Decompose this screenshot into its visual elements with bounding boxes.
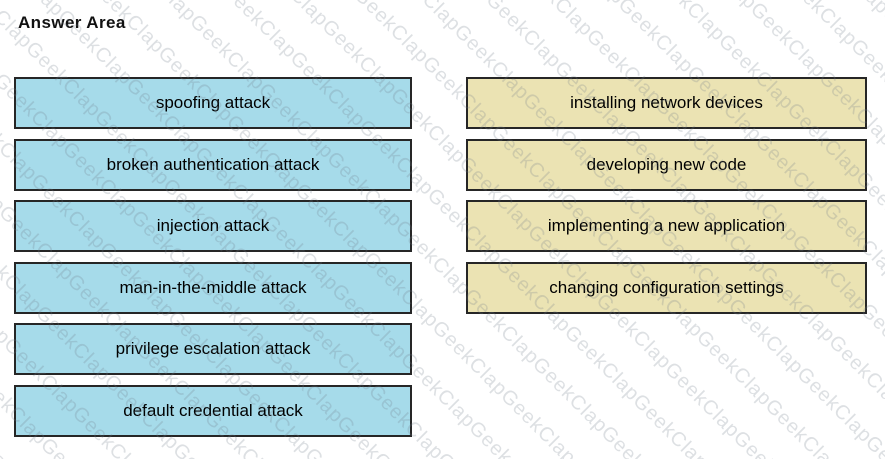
drag-option-default-credential-attack[interactable]: default credential attack xyxy=(14,385,412,437)
drag-option-broken-authentication-attack[interactable]: broken authentication attack xyxy=(14,139,412,191)
drop-target-installing-network-devices[interactable]: installing network devices xyxy=(466,77,867,129)
page-title: Answer Area xyxy=(18,13,126,32)
drag-option-privilege-escalation-attack[interactable]: privilege escalation attack xyxy=(14,323,412,375)
drop-target-changing-configuration-settings[interactable]: changing configuration settings xyxy=(466,262,867,314)
drop-target-developing-new-code[interactable]: developing new code xyxy=(466,139,867,191)
drop-target-implementing-a-new-application[interactable]: implementing a new application xyxy=(466,200,867,252)
drag-option-spoofing-attack[interactable]: spoofing attack xyxy=(14,77,412,129)
drag-option-injection-attack[interactable]: injection attack xyxy=(14,200,412,252)
drag-option-man-in-the-middle-attack[interactable]: man-in-the-middle attack xyxy=(14,262,412,314)
